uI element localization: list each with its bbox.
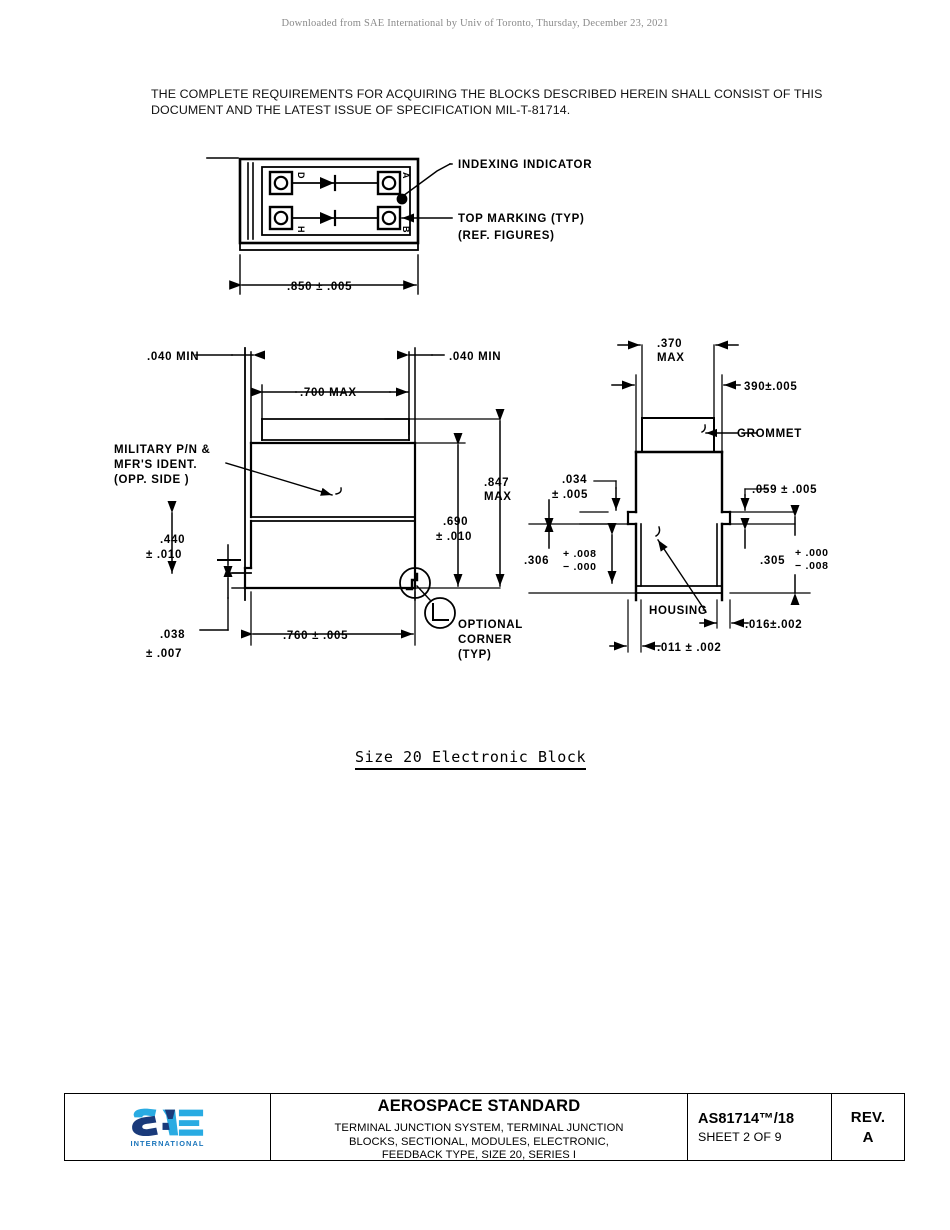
dim-base-width: .760 ± .005 — [283, 630, 348, 642]
dim-right-height: .305 — [760, 555, 785, 567]
label-grommet: GROMMET — [737, 428, 802, 440]
dim-step-thickness: .034 — [562, 474, 587, 486]
dim-grommet-width: .370 — [657, 338, 682, 350]
dim-right-height-tol-plus: + .000 — [795, 547, 829, 559]
dim-left-wall: .040 MIN — [147, 351, 199, 363]
title-block-title-cell: AEROSPACE STANDARD TERMINAL JUNCTION SYS… — [271, 1094, 688, 1161]
subtitle-line-1: TERMINAL JUNCTION SYSTEM, TERMINAL JUNCT… — [334, 1122, 624, 1134]
intro-paragraph: THE COMPLETE REQUIREMENTS FOR ACQUIRING … — [151, 86, 851, 118]
revision-label: REV. — [850, 1108, 886, 1126]
figure-caption: Size 20 Electronic Block — [355, 748, 587, 770]
dim-right-step: .059 ± .005 — [752, 484, 817, 496]
cavity-mark-b: B — [401, 226, 411, 233]
technical-drawing: D A H B — [114, 157, 829, 661]
dim-top-width: .850 ± .005 — [287, 281, 352, 293]
dim-end-body-width: 390±.005 — [744, 381, 797, 393]
subtitle-line-3: FEEDBACK TYPE, SIZE 20, SERIES I — [381, 1149, 577, 1162]
dim-body-width-max: .700 MAX — [300, 387, 357, 399]
download-watermark: Downloaded from SAE International by Uni… — [281, 18, 669, 29]
dim-body-height: .690 — [443, 516, 468, 528]
label-top-marking-2: (REF. FIGURES) — [458, 230, 555, 242]
dim-upper-height: .440 — [160, 534, 185, 546]
revision-value: A — [862, 1128, 874, 1146]
title-block-document-cell: AS81714™/18 SHEET 2 OF 9 — [688, 1094, 832, 1160]
label-housing: HOUSING — [649, 605, 708, 617]
title-block: INTERNATIONAL AEROSPACE STANDARD TERMINA… — [64, 1093, 905, 1161]
dim-flange-thickness: .038 — [160, 629, 185, 641]
label-optional-corner-3: (TYP) — [458, 649, 492, 661]
intro-line-2: DOCUMENT AND THE LATEST ISSUE OF SPECIFI… — [151, 103, 571, 117]
dim-overall-height-max: .847 — [484, 477, 509, 489]
cavity-mark-d: D — [296, 172, 306, 179]
label-optional-corner-1: OPTIONAL — [458, 619, 523, 631]
dim-body-height-tol: ± .010 — [436, 531, 472, 543]
sae-logo-icon — [131, 1108, 203, 1136]
label-top-marking-1: TOP MARKING (TYP) — [458, 213, 584, 225]
label-optional-corner-2: CORNER — [458, 634, 512, 646]
sae-logo-subtext: INTERNATIONAL — [130, 1138, 205, 1148]
title-block-subtitle: TERMINAL JUNCTION SYSTEM, TERMINAL JUNCT… — [271, 1119, 687, 1165]
label-military-pn-2: MFR'S IDENT. — [114, 459, 197, 471]
dim-wall-right: .016±.002 — [745, 619, 802, 631]
title-block-logo-cell: INTERNATIONAL — [65, 1094, 271, 1160]
dim-step-height: .306 — [524, 555, 549, 567]
dim-overall-height-max-suffix: MAX — [484, 491, 512, 503]
dim-flange-thickness-tol: ± .007 — [146, 648, 182, 660]
dim-wall-left: .011 ± .002 — [657, 642, 722, 654]
title-block-revision-cell: REV. A — [832, 1094, 904, 1160]
dim-right-wall: .040 MIN — [449, 351, 501, 363]
label-military-pn-3: (OPP. SIDE ) — [114, 474, 189, 486]
dim-step-height-tol-plus: + .008 — [563, 548, 597, 560]
dim-step-thickness-tol: ± .005 — [552, 489, 588, 501]
dim-right-height-tol-minus: − .008 — [795, 560, 829, 572]
cavity-mark-a: A — [401, 172, 411, 179]
cavity-mark-h: H — [296, 226, 306, 233]
subtitle-line-2: BLOCKS, SECTIONAL, MODULES, ELECTRONIC, — [349, 1135, 609, 1148]
sae-logo: INTERNATIONAL — [129, 1107, 207, 1148]
label-military-pn-1: MILITARY P/N & — [114, 444, 210, 456]
label-indexing-indicator: INDEXING INDICATOR — [458, 159, 592, 171]
intro-line-1: THE COMPLETE REQUIREMENTS FOR ACQUIRING … — [151, 87, 823, 101]
dim-grommet-width-suffix: MAX — [657, 352, 685, 364]
dim-upper-height-tol: ± .010 — [146, 549, 182, 561]
dim-step-height-tol-minus: − .000 — [563, 561, 597, 573]
document-number: AS81714™/18 — [698, 1110, 795, 1127]
sheet-number: SHEET 2 OF 9 — [698, 1129, 782, 1144]
aerospace-standard-heading: AEROSPACE STANDARD — [377, 1097, 581, 1115]
indexing-indicator-dot — [396, 193, 408, 205]
